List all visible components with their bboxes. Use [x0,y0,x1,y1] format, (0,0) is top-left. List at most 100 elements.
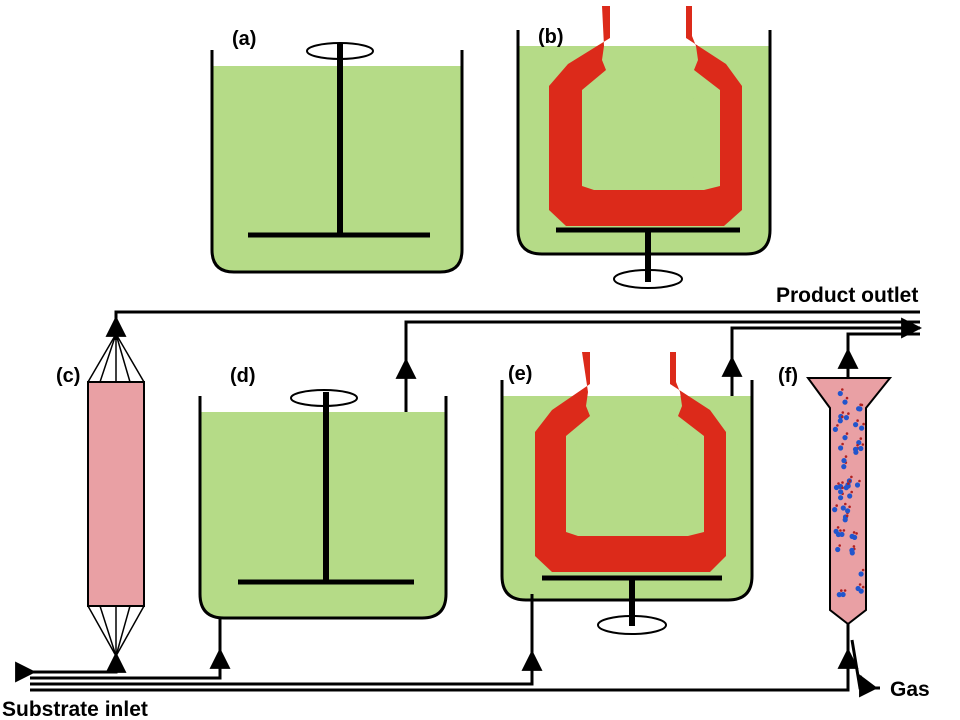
particle [854,482,861,488]
particle [836,592,842,598]
reactor-c-top-distributor [87,333,145,383]
reactor-c-packed-column: (c) [56,333,145,657]
particle-dot [845,514,849,518]
reactor-e-continuous-membrane-tank: (e) [500,352,754,635]
substrate-inlet-piping [15,594,880,698]
particle-dot [860,403,864,407]
particle [841,458,847,464]
particle [833,484,840,491]
label-b: (b) [538,26,564,48]
particle [852,446,859,452]
label-d: (d) [230,365,256,387]
particle-dot [861,443,865,446]
particle-dot [835,504,838,507]
particle-dot [859,437,863,440]
reactor-f-particles [832,388,865,598]
label-e: (e) [508,363,532,385]
label-a: (a) [232,28,256,50]
substrate-inlet-label: Substrate inlet [2,698,148,720]
particle [847,493,853,499]
particle-dot [850,490,853,494]
particle [853,422,859,428]
reactor-b-membrane-core [592,90,694,186]
particle [852,534,858,541]
reactor-a-stirred-tank: (a) [210,28,464,274]
particle-dot [852,545,856,548]
particle-dot [837,482,840,485]
particle-dot [843,589,847,592]
particle-dot [841,442,844,446]
reactor-a-rotation-icon [306,42,374,60]
reactor-e-rotation-icon [597,615,667,635]
particle [858,571,864,577]
reactor-c-bottom-distributor [87,605,145,657]
particle-dot [838,544,841,547]
product-outlet-piping [105,310,923,426]
particle-dot [840,589,843,592]
particle [842,435,848,441]
particle [845,508,851,514]
particle-dot [841,415,844,419]
particle [837,390,843,397]
particle-dot [839,529,842,532]
reactor-d-continuous-stirred-tank: (d) [198,365,448,620]
particle-dot [847,482,850,485]
particle-dot [841,388,844,391]
reactor-d-vessel [198,396,448,620]
gas-label: Gas [890,678,930,701]
particle-dot [836,526,840,529]
particle [840,591,846,598]
particle-dot [842,529,846,532]
reactor-e-vessel [500,380,754,602]
reactor-b-membrane-insert [549,6,742,226]
particle-dot [845,432,849,435]
particle [839,531,845,538]
particle-dot [852,531,856,534]
particle-dot [861,585,865,589]
reactor-c-column-body [87,381,145,607]
particle [840,505,846,511]
particle-dot [841,486,844,490]
particle-dot [848,479,852,483]
particle-dot [856,419,859,422]
particle-dot [844,455,848,458]
particle [832,507,838,513]
particle [838,495,844,501]
particle-dot [858,583,862,586]
particle [857,406,863,412]
particle [838,445,844,451]
reactor-f-column-body [806,377,893,626]
particle-dot [855,532,858,535]
particle-dot [848,505,851,509]
particle-dot [847,412,850,415]
particle [841,464,847,470]
reactor-a-vessel [210,50,464,274]
reactor-b-vessel [516,30,772,256]
particle-dot [845,396,849,400]
particle [842,517,848,523]
reactor-e-membrane-insert [535,352,726,572]
particle-dot [841,481,844,484]
product-outlet-label: Product outlet [776,284,918,307]
particle [835,546,841,553]
reactor-b-membrane-tank: (b) [516,6,772,289]
particle [842,399,848,405]
particle [843,415,850,421]
particle [838,489,844,495]
reactor-b-rotation-icon [613,269,683,289]
particle-dot [836,424,839,427]
particle [855,585,861,592]
reactor-d-rotation-icon [290,389,358,407]
particle [856,440,862,446]
particle-dot [856,444,859,447]
particle-dot [850,475,853,479]
particle-dot [841,411,845,414]
label-c: (c) [56,365,80,387]
particle-dot [861,568,865,572]
label-f: (f) [778,365,798,387]
particle [837,418,843,424]
reactor-e-membrane-core [576,436,678,532]
particle [859,425,865,431]
particle [849,547,855,554]
